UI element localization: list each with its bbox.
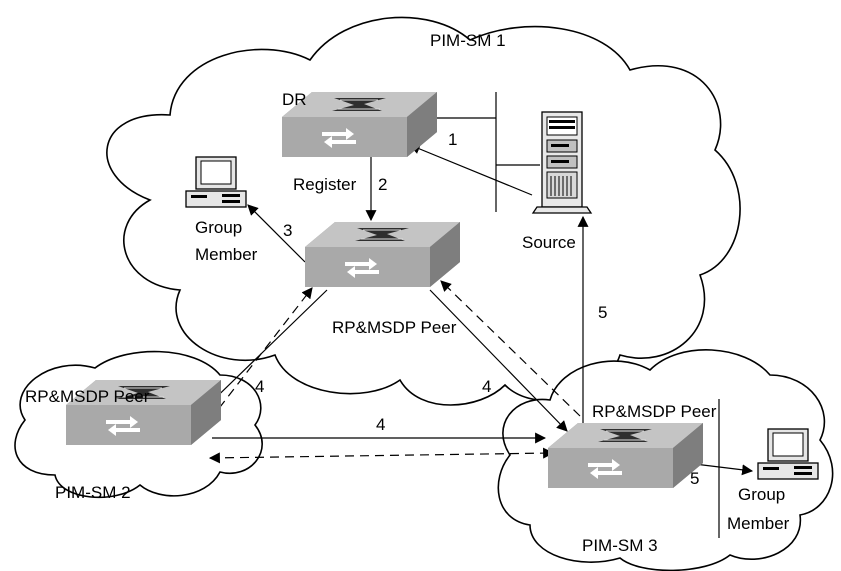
step-5b-label: 5 <box>690 469 699 488</box>
step-5a-label: 5 <box>598 303 607 322</box>
source-server-icon <box>532 111 592 214</box>
arrow-step-3 <box>247 204 306 263</box>
dashed-arrow-rp2-to-rp1 <box>209 287 313 421</box>
source-label: Source <box>522 233 576 252</box>
step-3-label: 3 <box>283 221 292 240</box>
step-4a-label: 4 <box>255 377 264 396</box>
pim-sm1-label: PIM-SM 1 <box>430 31 506 50</box>
step-4b-label: 4 <box>482 377 491 396</box>
rp1-router-icon <box>304 221 461 288</box>
step-2-label: 2 <box>378 175 387 194</box>
arrow-step-4-rp1-to-rp2 <box>199 289 328 414</box>
arrow-step-1 <box>408 143 533 196</box>
group-member-1-label-line1: Group <box>195 218 242 237</box>
rp-peer-1-label: RP&MSDP Peer <box>332 318 457 337</box>
pim-sm3-label: PIM-SM 3 <box>582 536 658 555</box>
group-member-2-label-line2: Member <box>727 514 790 533</box>
group-member-1-label-line2: Member <box>195 245 258 264</box>
dr-label: DR <box>282 90 307 109</box>
step-1-label: 1 <box>448 130 457 149</box>
pim-sm2-label: PIM-SM 2 <box>55 483 131 502</box>
group-member-2-label-line1: Group <box>738 485 785 504</box>
rp3-router-icon <box>547 422 704 489</box>
dashed-arrow-rp2-rp3 <box>208 447 555 464</box>
step-4c-label: 4 <box>376 415 385 434</box>
cloud-pim-sm1 <box>106 16 741 406</box>
dashed-arrow-rp3-to-rp1 <box>440 280 581 417</box>
rp-peer-3-label: RP&MSDP Peer <box>592 402 717 421</box>
arrow-step-4-rp1-to-rp3 <box>429 289 568 432</box>
register-label: Register <box>293 175 357 194</box>
rp-peer-2-label: RP&MSDP Peer <box>25 387 150 406</box>
